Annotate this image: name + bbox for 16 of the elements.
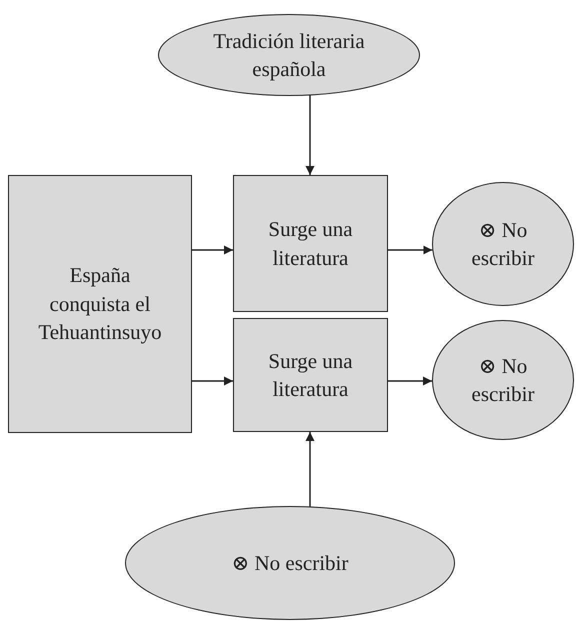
process-box xyxy=(233,318,388,432)
node-text: ⊗ No escribir xyxy=(470,352,536,408)
arrow xyxy=(192,246,233,254)
node-text: Surge una literatura xyxy=(267,216,354,272)
node-text: Tradición literaria española xyxy=(212,28,366,83)
arrow xyxy=(192,376,233,386)
node-text: España conquista el Tehuantinsuyo xyxy=(38,262,162,346)
arrow xyxy=(388,376,432,386)
arrow xyxy=(306,95,314,175)
node-text: ⊗ No escribir xyxy=(470,216,536,272)
node-text: ⊗ No escribir xyxy=(232,550,348,577)
arrow xyxy=(388,246,432,254)
process-box xyxy=(8,175,192,433)
node-text: Surge una literatura xyxy=(267,348,354,403)
process-box xyxy=(233,175,388,312)
arrow xyxy=(306,432,314,506)
